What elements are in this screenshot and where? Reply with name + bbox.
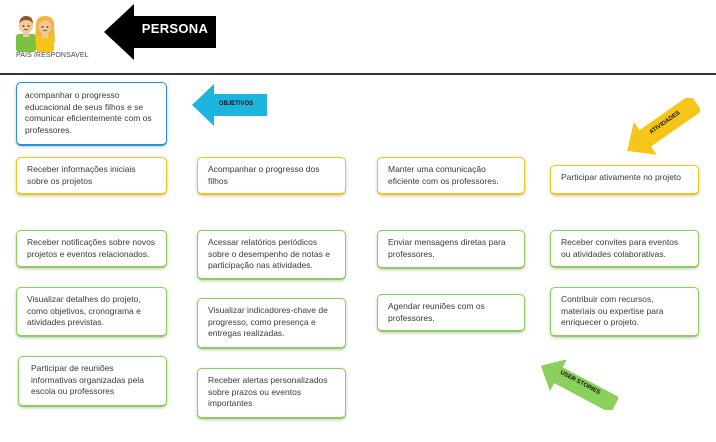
activity-card: Participar ativamente no projeto: [550, 165, 699, 195]
user-story-card: Acessar relatórios periódicos sobre o de…: [197, 230, 346, 280]
activity-card: Manter uma comunicação eficiente com os …: [377, 157, 525, 195]
activity-text: Receber informações iniciais sobre os pr…: [27, 164, 136, 186]
persona-label: PAIS /RESPONSAVEL: [16, 52, 89, 59]
user-story-text: Receber alertas personalizados sobre pra…: [208, 375, 328, 408]
activity-text: Acompanhar o progresso dos filhos: [208, 164, 320, 186]
objective-card: acompanhar o progresso educacional de se…: [16, 82, 167, 146]
persona-title: PERSONA: [141, 21, 209, 36]
header-divider: [0, 73, 716, 75]
arrow-left-icon: [104, 4, 216, 60]
user-story-text: Visualizar indicadores-chave de progress…: [208, 305, 328, 338]
user-story-card: Receber alertas personalizados sobre pra…: [197, 368, 346, 419]
user-story-text: Agendar reuniões com os professores.: [388, 301, 485, 323]
user-story-card: Visualizar indicadores-chave de progress…: [197, 298, 346, 349]
parents-icon: [16, 16, 55, 52]
user-story-card: Agendar reuniões com os professores.: [377, 294, 525, 332]
activity-text: Manter uma comunicação eficiente com os …: [388, 164, 499, 186]
persona-arrow: PERSONA: [104, 4, 216, 60]
objective-tag: OBJETIVOS: [218, 101, 254, 107]
user-story-text: Receber notificações sobre novos projeto…: [27, 237, 156, 259]
activity-card: Receber informações iniciais sobre os pr…: [16, 157, 167, 195]
user-story-text: Participar de reuniões informativas orga…: [31, 363, 144, 396]
arrow-left-icon: [192, 84, 267, 126]
activities-arrow: ATIVIDADES: [620, 94, 702, 158]
user-stories-arrow: USER STORIES: [536, 359, 620, 414]
objective-arrow: OBJETIVOS: [192, 84, 267, 126]
avatar: [14, 12, 58, 52]
user-story-card: Receber convites para eventos ou ativida…: [550, 230, 699, 268]
arrow-down-left-icon: [627, 94, 702, 155]
user-story-text: Acessar relatórios periódicos sobre o de…: [208, 237, 330, 270]
user-story-text: Enviar mensagens diretas para professore…: [388, 237, 506, 259]
activity-text: Participar ativamente no projeto: [561, 172, 682, 182]
user-story-card: Visualizar detalhes do projeto, como obj…: [16, 287, 167, 337]
objective-text: acompanhar o progresso educacional de se…: [25, 90, 152, 135]
user-story-card: Participar de reuniões informativas orga…: [18, 356, 167, 407]
user-story-card: Receber notificações sobre novos projeto…: [16, 230, 167, 268]
arrow-up-left-icon: [540, 359, 620, 414]
activity-card: Acompanhar o progresso dos filhos: [197, 157, 346, 195]
user-story-card: Enviar mensagens diretas para professore…: [377, 230, 525, 269]
user-story-text: Contribuir com recursos, materiais ou ex…: [561, 294, 664, 327]
user-story-text: Receber convites para eventos ou ativida…: [561, 237, 679, 259]
user-story-text: Visualizar detalhes do projeto, como obj…: [27, 294, 141, 327]
user-story-card: Contribuir com recursos, materiais ou ex…: [550, 287, 699, 337]
